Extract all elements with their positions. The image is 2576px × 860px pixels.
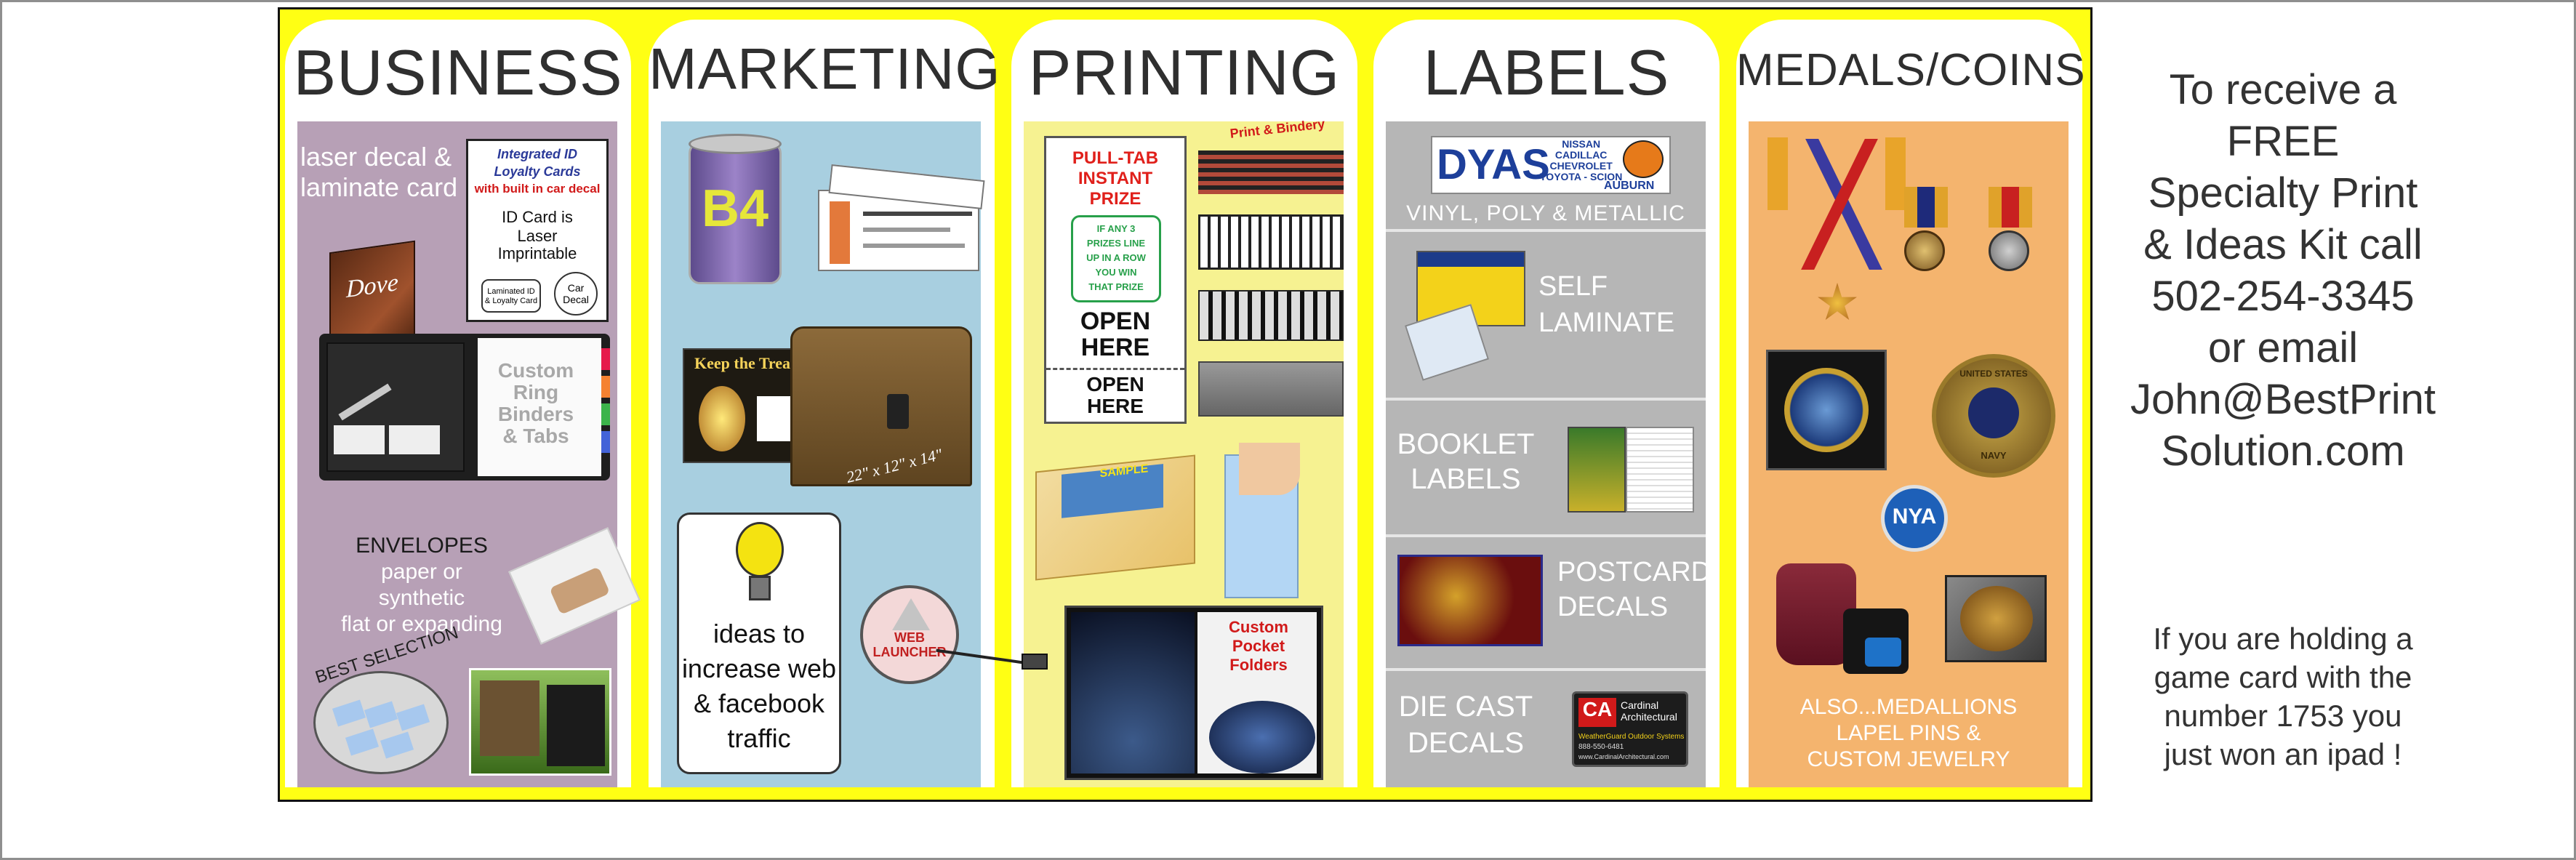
web-launcher-badge: WEB LAUNCHER xyxy=(860,585,959,684)
column-title: MARKETING xyxy=(649,36,1001,101)
tiger-mascot-icon xyxy=(1623,140,1664,178)
coil-binding-sample xyxy=(1198,214,1344,270)
binder-tab xyxy=(601,348,610,370)
binder-business-card xyxy=(334,425,385,454)
perfect-binding-sample xyxy=(1198,361,1344,417)
medal-coin xyxy=(1904,230,1945,271)
black-pouch xyxy=(1843,608,1909,674)
column-business: BUSINESS laser decal & laminate card Int… xyxy=(285,20,641,787)
wire-binding-sample xyxy=(1198,290,1344,341)
id-card-sample: Integrated ID Loyalty Cards with built i… xyxy=(466,139,609,322)
product-banner: BUSINESS laser decal & laminate card Int… xyxy=(278,7,2093,802)
ideas-card: ideas to increase web & facebook traffic xyxy=(677,513,841,774)
phone-number[interactable]: 502-254-3345 xyxy=(2151,273,2415,320)
laminated-card-chip: Laminated ID& Loyalty Card xyxy=(481,279,541,313)
business-panel: laser decal & laminate card Integrated I… xyxy=(297,121,641,787)
medals-panel: UNITED STATES NAVY NYA ALSO...MEDALLIONS… xyxy=(1738,121,2069,787)
velvet-pouch xyxy=(1776,563,1856,665)
column-title: LABELS xyxy=(1423,36,1670,108)
email-link-continued[interactable]: Solution.com xyxy=(2161,427,2405,475)
column-title: MEDALS/COINS xyxy=(1736,45,2086,95)
binder-business-card xyxy=(389,425,440,454)
column-marketing: MARKETING B4 Keep the Treasure 22" x 12"… xyxy=(649,20,1001,787)
envelope-sample xyxy=(508,527,641,645)
booklet-label-page xyxy=(1626,427,1694,513)
bindery-label: Print & Bindery xyxy=(1229,116,1326,141)
column-title: BUSINESS xyxy=(293,36,623,108)
usb-plug-icon xyxy=(1022,654,1048,670)
medallion-case xyxy=(1945,575,2047,662)
lightbulb-base-icon xyxy=(749,576,771,600)
mailer-sample xyxy=(469,668,611,776)
free-kit-promo: To receive a FREE Specialty Print & Idea… xyxy=(2101,64,2465,477)
binder-tab xyxy=(601,376,610,398)
binder-tab xyxy=(601,431,610,453)
email-link[interactable]: John@BestPrint xyxy=(2130,376,2436,423)
ipad-winner-text: If you are holding a game card with the … xyxy=(2153,622,2413,771)
column-medals: MEDALS/COINS UNITED STATES NAVY xyxy=(1736,20,2086,787)
laser-decal-text: laser decal & laminate card xyxy=(300,142,458,202)
treasure-chest: 22" x 12" x 14" xyxy=(790,326,972,486)
promo-can: B4 xyxy=(689,134,782,284)
postcard-decal-sample xyxy=(1397,555,1543,646)
carbonless-form-sample xyxy=(1224,443,1300,598)
marketing-panel: B4 Keep the Treasure 22" x 12" x 14" xyxy=(661,121,985,787)
medal-ribbon-small xyxy=(1989,187,2032,228)
best-selection-badge: BEST SELECTION xyxy=(313,623,461,774)
booklet-label-sample xyxy=(1568,427,1626,513)
binder-tab xyxy=(601,403,610,425)
brochure-sample: SAMPLE xyxy=(1035,454,1195,581)
also-medallions-text: ALSO...MEDALLIONS LAPEL PINS & CUSTOM JE… xyxy=(1799,695,2018,771)
nya-lapel-pin: NYA xyxy=(1881,485,1948,552)
lightbulb-icon xyxy=(736,522,784,577)
check-mailer xyxy=(818,190,979,271)
launcher-triangle-icon xyxy=(892,598,930,630)
medal-ribbon-small xyxy=(1904,187,1948,228)
envelopes-text: ENVELOPES paper or synthetic flat or exp… xyxy=(341,534,502,636)
star-medal-icon xyxy=(1818,283,1857,320)
sidebar-promo: To receive a FREE Specialty Print & Idea… xyxy=(2101,0,2465,860)
bindery-sample xyxy=(1198,150,1344,194)
navy-challenge-coin: UNITED STATES NAVY xyxy=(1932,354,2055,478)
medal-coin xyxy=(1989,230,2029,271)
column-title: PRINTING xyxy=(1028,36,1341,108)
coin-display-case xyxy=(1766,350,1887,470)
